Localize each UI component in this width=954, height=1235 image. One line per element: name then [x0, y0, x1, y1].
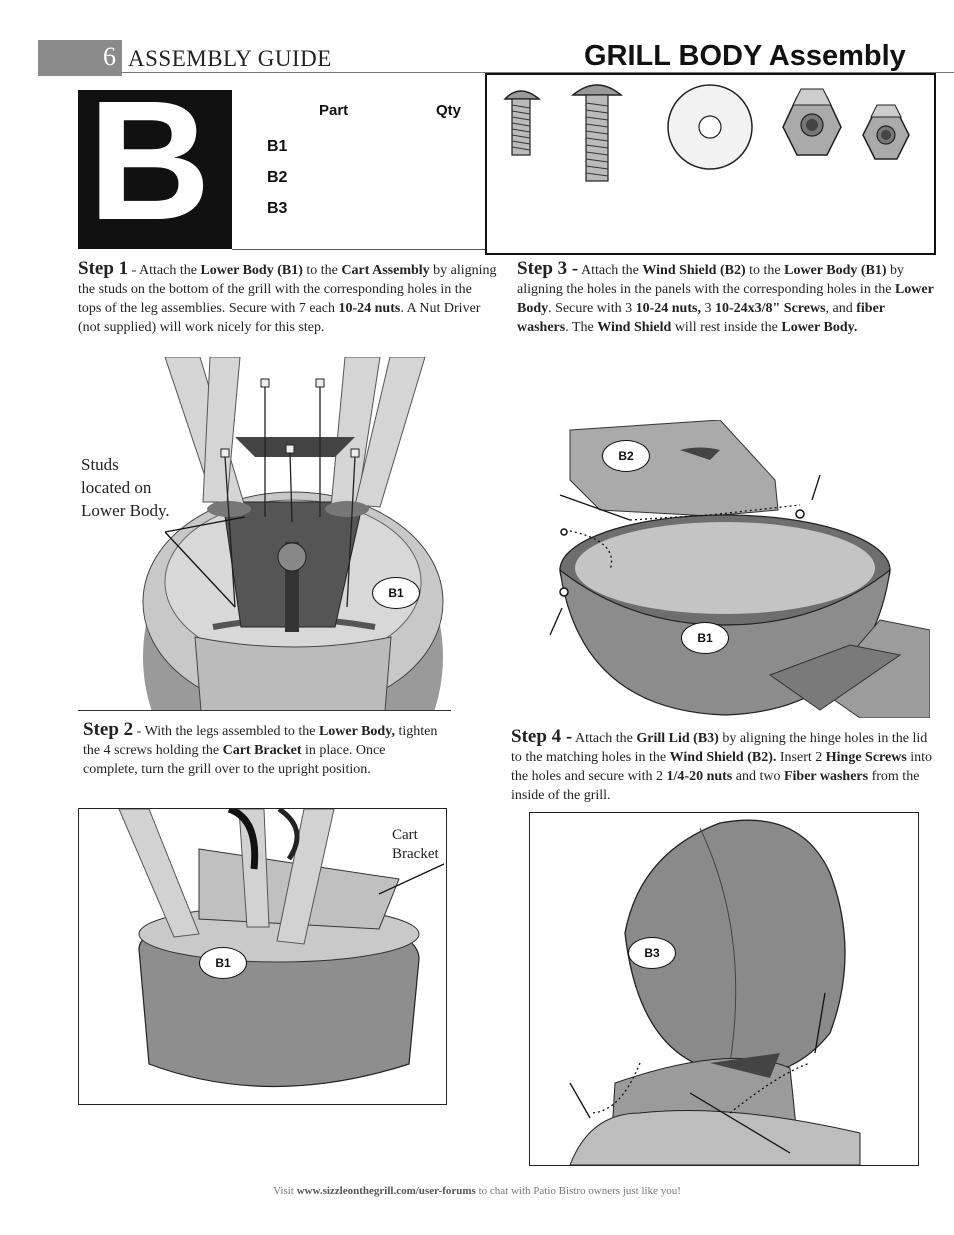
part-b1: B1 — [267, 138, 288, 155]
footer: Visit www.sizzleonthegrill.com/user-foru… — [0, 1185, 954, 1197]
page-title: GRILL BODY Assembly — [584, 40, 906, 72]
step3-b1: Wind Shield (B2) — [642, 263, 746, 278]
step4-t1: Attach the — [572, 731, 637, 746]
parts-col-part: Part — [319, 102, 349, 119]
footer-t2: to chat with Patio Bistro owners just li… — [475, 1185, 681, 1197]
step4-t2: by aligning the hinge holes in the lid t… — [511, 731, 928, 765]
step4-b5: Fiber washers — [783, 769, 869, 784]
step1-caption: Studs located on Lower Body. — [81, 455, 170, 520]
step3-label-b1: B1 — [681, 622, 729, 654]
step3-t3: by aligning the holes in the panels with… — [517, 263, 905, 297]
step1-rule — [78, 710, 451, 711]
step3-b6: fiber washers — [517, 301, 885, 335]
section-title: ASSEMBLY GUIDE — [128, 46, 332, 71]
step4-b1: Grill Lid (B3) — [636, 731, 719, 746]
step1-t3: by aligning the studs on the bottom of t… — [78, 263, 497, 316]
step3-t7: . The — [565, 320, 598, 335]
step2-b2: Cart Bracket — [222, 743, 302, 758]
step2-text: Step 2 - With the legs assembled to the … — [83, 720, 443, 779]
step2-caption: Cart Bracket — [392, 827, 439, 862]
step3-t5: 3 — [700, 301, 715, 316]
step3-t2: to the — [745, 263, 785, 278]
step1-b2: Cart Assembly — [341, 263, 430, 278]
step1-b1: Lower Body (B1) — [200, 263, 303, 278]
step2-t1: - With the legs assembled to the — [133, 724, 319, 739]
step2-label-b1: B1 — [199, 947, 247, 979]
nut-large-icon — [782, 88, 842, 156]
step1-t4: . A Nut Driver (not supplied) will work … — [78, 301, 481, 335]
part-b3: B3 — [267, 200, 288, 217]
header-rule — [122, 72, 954, 73]
step2-figure: B1 — [78, 808, 447, 1105]
step1-figure: B1 — [135, 357, 451, 711]
step2-t3: in place. Once complete, turn the grill … — [83, 743, 386, 777]
step3-text: Step 3 - Attach the Wind Shield (B2) to … — [517, 259, 939, 337]
fiber-washer-icon — [667, 84, 753, 170]
step3-t1: Attach the — [578, 263, 643, 278]
step3-b4: 10-24 nuts, — [635, 301, 701, 316]
step3-b3: Lower Body — [517, 282, 934, 316]
screw-long-icon — [570, 84, 624, 182]
step4-b3: Hinge Screws — [825, 750, 907, 765]
step3-t4: . Secure with 3 — [548, 301, 636, 316]
parts-col-qty: Qty — [436, 102, 462, 119]
footer-link[interactable]: www.sizzleonthegrill.com/user-forums — [296, 1185, 476, 1197]
step1-t1: - Attach the — [128, 263, 201, 278]
section-letter-block: B — [78, 76, 232, 249]
step3-b2: Lower Body (B1) — [784, 263, 887, 278]
step4-figure: B3 — [529, 812, 919, 1166]
step3-label-b2: B2 — [602, 440, 650, 472]
footer-t1: Visit — [273, 1185, 297, 1197]
step1-label-b1: B1 — [372, 577, 420, 609]
section-letter: B — [88, 66, 211, 256]
step4-heading: Step 4 - — [511, 726, 573, 747]
step4-b2: Wind Shield (B2). — [669, 750, 777, 765]
step3-b5: 10-24x3/8" Screws — [714, 301, 826, 316]
step1-heading: Step 1 — [78, 258, 129, 279]
step2-heading: Step 2 — [83, 719, 134, 740]
step3-figure: B2 B1 — [520, 420, 930, 718]
step3-b7: Wind Shield — [597, 320, 672, 335]
step1-b3: 10-24 nuts — [338, 301, 401, 316]
step1-t2: to the — [302, 263, 342, 278]
step1-text: Step 1 - Attach the Lower Body (B1) to t… — [78, 259, 498, 337]
step4-t6: from the inside of the grill. — [511, 769, 920, 803]
step4-t5: and two — [732, 769, 784, 784]
step4-t3: Insert 2 — [776, 750, 826, 765]
step3-heading: Step 3 - — [517, 258, 579, 279]
step3-t6: , and — [825, 301, 857, 316]
page-number: 6 — [38, 40, 122, 76]
step4-t4: into the holes and secure with 2 — [511, 750, 933, 784]
step2-b1: Lower Body, — [318, 724, 395, 739]
step3-b8: Lower Body. — [781, 320, 858, 335]
hardware-box — [485, 73, 936, 255]
parts-rule — [232, 249, 485, 250]
part-b2: B2 — [267, 169, 288, 186]
step4-label-b3: B3 — [628, 937, 676, 969]
step4-b4: 1/4-20 nuts — [666, 769, 733, 784]
nut-small-icon — [862, 104, 910, 160]
step4-text: Step 4 - Attach the Grill Lid (B3) by al… — [511, 727, 939, 805]
screw-short-icon — [503, 90, 542, 156]
step3-t8: will rest inside the — [671, 320, 782, 335]
step2-t2: tighten the 4 screws holding the — [83, 724, 438, 758]
